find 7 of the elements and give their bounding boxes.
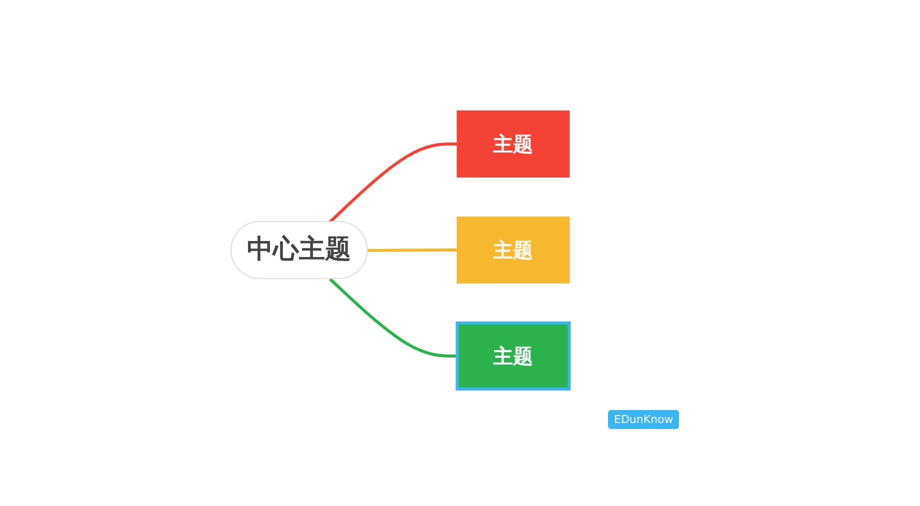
node-box: 主题 — [456, 322, 571, 390]
node-box: 主题 — [456, 216, 570, 284]
node-box: 主题 — [456, 110, 570, 178]
connector — [368, 248, 458, 252]
connector — [328, 278, 458, 358]
connector — [328, 142, 458, 224]
user-name-tag: EDunKnow — [608, 410, 680, 429]
